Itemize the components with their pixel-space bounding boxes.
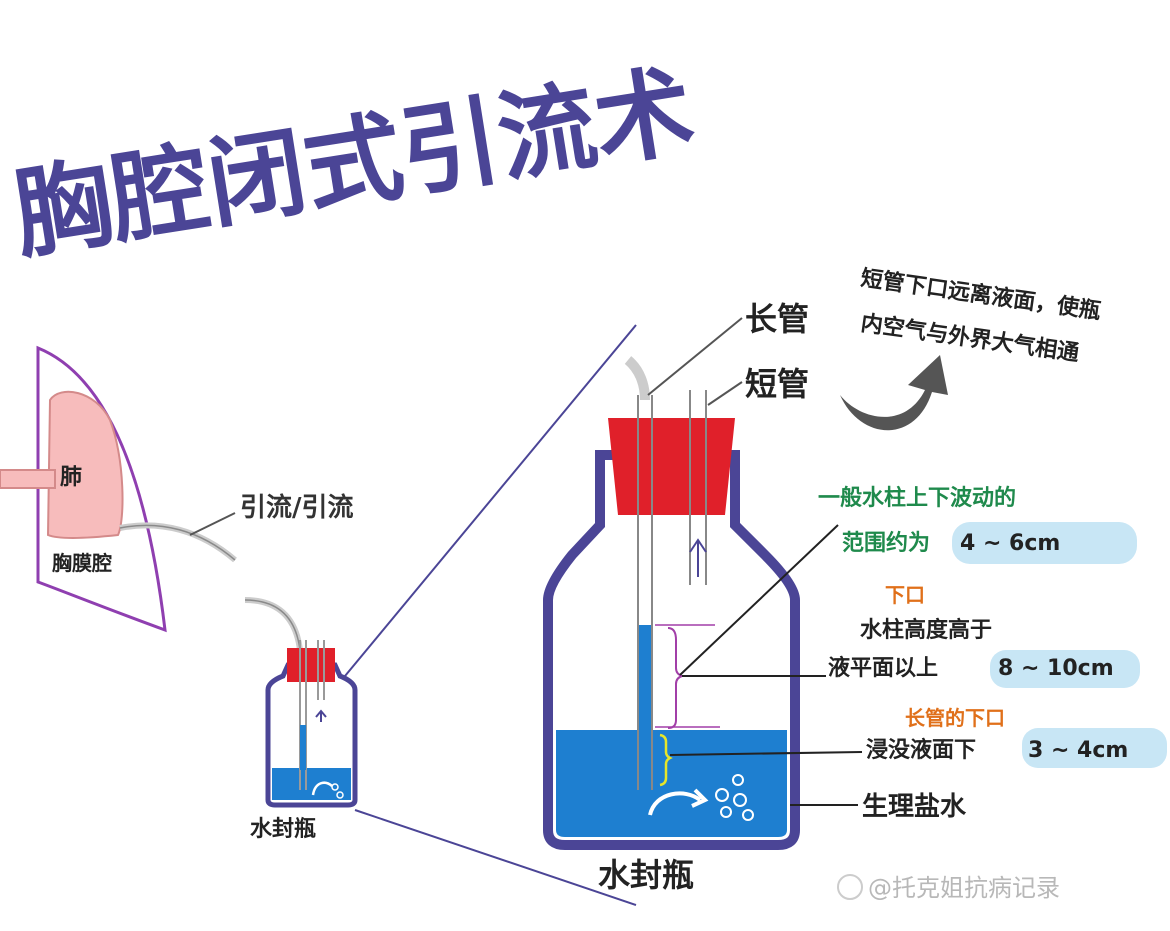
fluctuation-highlight: [952, 522, 1137, 564]
fluctuation-line1: 一般水柱上下波动的: [818, 485, 1016, 511]
fluctuation-line2: 范围约为: [842, 530, 930, 556]
water-column-line1: 水柱高度高于: [860, 617, 992, 643]
large-bottle-label: 水封瓶: [598, 856, 694, 894]
water-column-range: 8 ~ 10cm: [998, 656, 1114, 681]
small-bottle-label: 水封瓶: [250, 817, 316, 842]
long-tube-label: 长管: [745, 300, 809, 338]
page-title: 胸腔闭式引流术: [6, 54, 701, 274]
lower-mouth-label: 下口: [885, 583, 925, 607]
lung-shape: [46, 390, 124, 540]
small-water-seal-bottle: [244, 597, 358, 808]
immerse-label: 浸没液面下: [866, 737, 976, 763]
zoom-line-bottom: [354, 809, 637, 906]
saline-label: 生理盐水: [862, 792, 967, 822]
short-tube-pointer: [707, 381, 743, 406]
immerse-pointer: [669, 751, 863, 756]
short-tube-note-line2: 内空气与外界大气相通: [859, 310, 1080, 366]
zoom-line-top: [344, 324, 637, 677]
water-column-line2: 液平面以上: [828, 655, 938, 681]
fluctuation-range: 4 ~ 6cm: [960, 531, 1060, 556]
short-tube-label: 短管: [745, 365, 809, 403]
drainage-pointer: [189, 512, 236, 536]
immerse-highlight: [1022, 728, 1167, 768]
lung-label: 肺: [60, 465, 82, 490]
fluctuation-pointer: [679, 524, 839, 676]
long-tube-pointer: [647, 317, 743, 396]
pleural-cavity-label: 胸膜腔: [52, 551, 112, 575]
long-tube-lower-label: 长管的下口: [905, 706, 1005, 730]
water-column-highlight: [990, 650, 1140, 688]
watermark-text: @托克姐抗病记录: [868, 874, 1060, 902]
airway: [0, 469, 56, 489]
watermark-logo-icon: [837, 874, 863, 900]
drainage-label: 引流/引流: [240, 493, 354, 523]
immerse-range: 3 ~ 4cm: [1028, 738, 1128, 763]
large-water-seal-bottle: [543, 356, 800, 850]
curved-arrow-icon: [840, 355, 948, 431]
